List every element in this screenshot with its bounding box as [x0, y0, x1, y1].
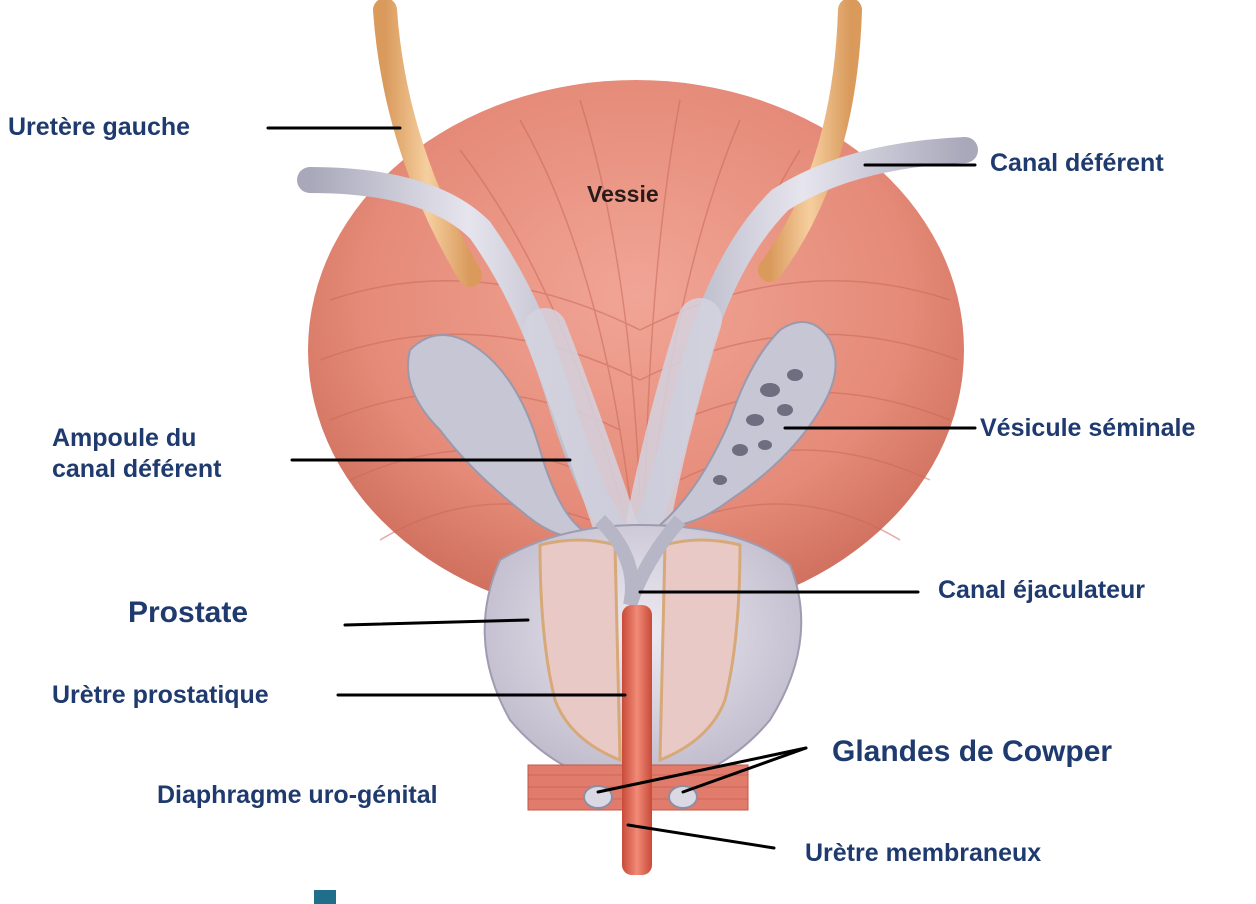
label-prostate: Prostate	[128, 594, 248, 632]
label-seminal-vesicle: Vésicule séminale	[980, 413, 1195, 444]
label-ureter-left: Uretère gauche	[8, 112, 190, 143]
label-vas-deferens: Canal déférent	[990, 148, 1164, 179]
label-cowper-glands: Glandes de Cowper	[832, 733, 1112, 771]
label-membranous-urethra: Urètre membraneux	[805, 838, 1041, 869]
label-prostatic-urethra: Urètre prostatique	[52, 680, 269, 711]
label-bladder: Vessie	[587, 180, 659, 209]
page-marker	[314, 890, 336, 904]
label-ejaculatory-duct: Canal éjaculateur	[938, 575, 1145, 606]
label-ampulla: Ampoule du canal déférent	[52, 423, 222, 486]
urethra-shape	[622, 605, 652, 875]
label-urogenital-diaphragm: Diaphragme uro-génital	[157, 780, 438, 811]
